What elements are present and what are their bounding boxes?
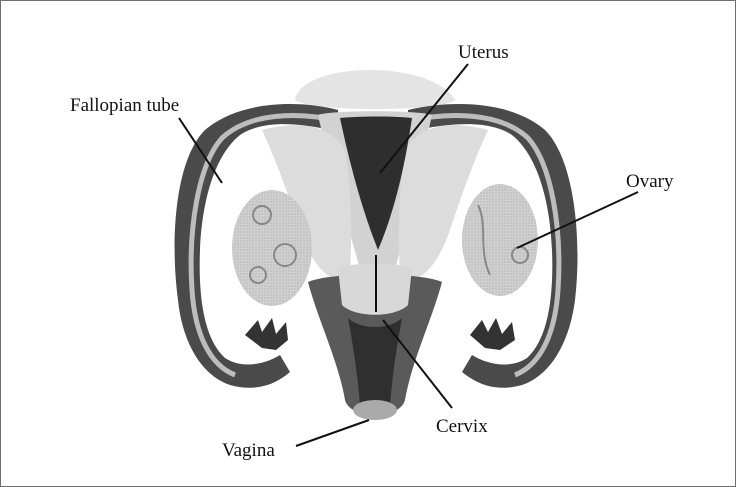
vaginal-opening (353, 400, 397, 420)
left-fimbriae (245, 318, 288, 350)
label-uterus: Uterus (458, 42, 509, 63)
label-cervix: Cervix (436, 416, 488, 437)
label-vagina: Vagina (222, 440, 275, 461)
uterine-fundus (295, 70, 455, 109)
label-fallopian-tube: Fallopian tube (70, 95, 179, 116)
left-ovary (232, 190, 312, 306)
vagina-leader (296, 420, 369, 446)
right-fimbriae (470, 318, 515, 350)
label-ovary: Ovary (626, 171, 674, 192)
right-ovary (462, 184, 538, 296)
